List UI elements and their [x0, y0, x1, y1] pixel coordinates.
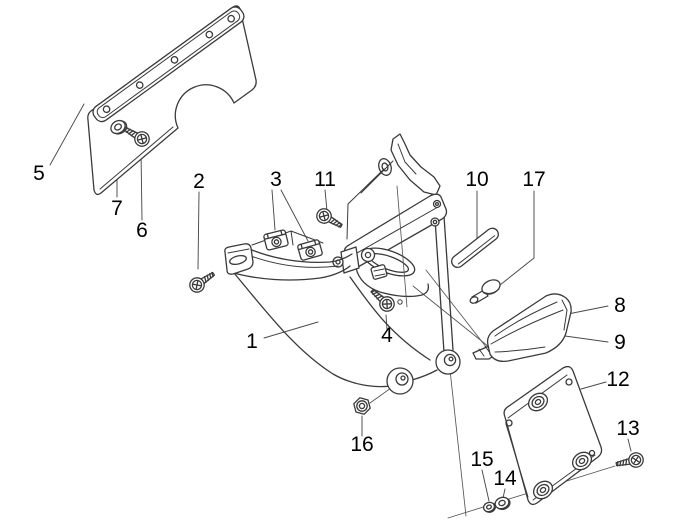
- callout-6: 6: [136, 219, 148, 242]
- callout-8: 8: [614, 294, 626, 317]
- part-10-reflector: [450, 227, 499, 269]
- callout-1: 1: [246, 330, 258, 353]
- part-8-9-taillight-housing: [472, 293, 572, 362]
- callout-10: 10: [465, 168, 488, 191]
- callout-14: 14: [493, 467, 517, 490]
- part-17-push-pin: [469, 279, 501, 304]
- callout-3: 3: [270, 168, 282, 191]
- part-7-washer: [110, 119, 128, 135]
- mudflap-stiffener-rail: [92, 6, 245, 123]
- part-11-screw: [313, 205, 346, 233]
- callout-9: 9: [614, 331, 626, 354]
- callout-labels: 1 2 3 4 5 6 7 8 9 10 11 12 13 14 15 16 1…: [33, 162, 640, 490]
- callout-12: 12: [606, 368, 629, 391]
- plate-grommet: [532, 480, 554, 500]
- callout-11: 11: [314, 168, 336, 191]
- part-12-plate-holder: [503, 365, 603, 506]
- part-16-nut: [353, 397, 371, 415]
- callout-7: 7: [111, 197, 123, 220]
- plate-grommet: [571, 451, 593, 471]
- callout-5: 5: [33, 162, 45, 185]
- callout-15: 15: [470, 448, 493, 471]
- callout-2: 2: [193, 170, 205, 193]
- part-5-mudflap: [87, 5, 257, 196]
- part-14-washer: [494, 496, 511, 511]
- plate-grommet: [527, 392, 549, 412]
- part-13-screw: [614, 450, 646, 472]
- alignment-line: [396, 185, 408, 308]
- part-1-mudguard-body: [224, 133, 461, 395]
- callout-13: 13: [616, 417, 639, 440]
- part-4-screw: [366, 284, 398, 315]
- part-2-screw: [186, 267, 219, 296]
- leader-lines: [49, 103, 632, 502]
- callout-16: 16: [350, 433, 373, 456]
- callout-17: 17: [522, 168, 545, 191]
- part-15-washer: [482, 501, 497, 513]
- callout-4: 4: [381, 324, 393, 347]
